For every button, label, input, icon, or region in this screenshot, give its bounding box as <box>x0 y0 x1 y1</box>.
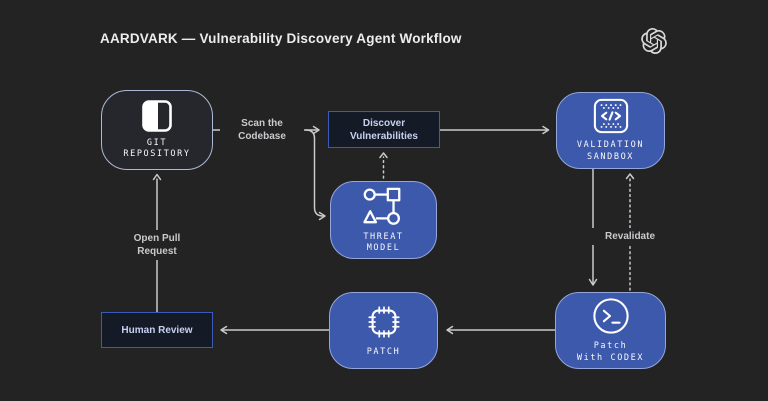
node-label: GIT REPOSITORY <box>123 137 191 160</box>
node-patch-with-codex: Patch With CODEX <box>555 292 666 369</box>
node-git-repository: GIT REPOSITORY <box>101 90 213 170</box>
node-label: Discover Vulnerabilities <box>350 117 418 142</box>
node-label: Human Review <box>121 324 193 336</box>
repository-icon <box>142 99 172 132</box>
node-threat-model: THREAT MODEL <box>330 181 437 259</box>
edge-patch-to-review <box>220 325 330 335</box>
patch-stitch-icon <box>367 306 400 338</box>
node-human-review: Human Review <box>101 312 213 348</box>
node-discover-vulnerabilities: Discover Vulnerabilities <box>328 111 440 148</box>
edge-label-revalidate: Revalidate <box>588 228 672 245</box>
page-title: AARDVARK — Vulnerability Discovery Agent… <box>100 31 462 46</box>
edge-label-scan-the-codebase: Scan the Codebase <box>220 115 304 145</box>
threat-model-icon <box>362 187 400 225</box>
node-label: VALIDATION SANDBOX <box>576 140 645 162</box>
openai-logo-icon <box>641 28 667 54</box>
node-label: Patch With CODEX <box>576 341 645 363</box>
edge-codex-to-patch <box>446 325 556 335</box>
node-label: THREAT MODEL <box>363 231 404 254</box>
node-patch: PATCH <box>329 292 438 369</box>
edge-validation-to-codex <box>588 168 598 286</box>
terminal-icon <box>592 298 629 334</box>
edge-label-open-pull-request: Open Pull Request <box>115 230 199 260</box>
edge-discover-to-validation <box>439 125 550 135</box>
sandbox-code-icon <box>593 98 628 134</box>
node-validation-sandbox: VALIDATION SANDBOX <box>556 92 665 169</box>
node-label: PATCH <box>366 346 401 357</box>
edge-threat-to-discover <box>379 152 388 179</box>
